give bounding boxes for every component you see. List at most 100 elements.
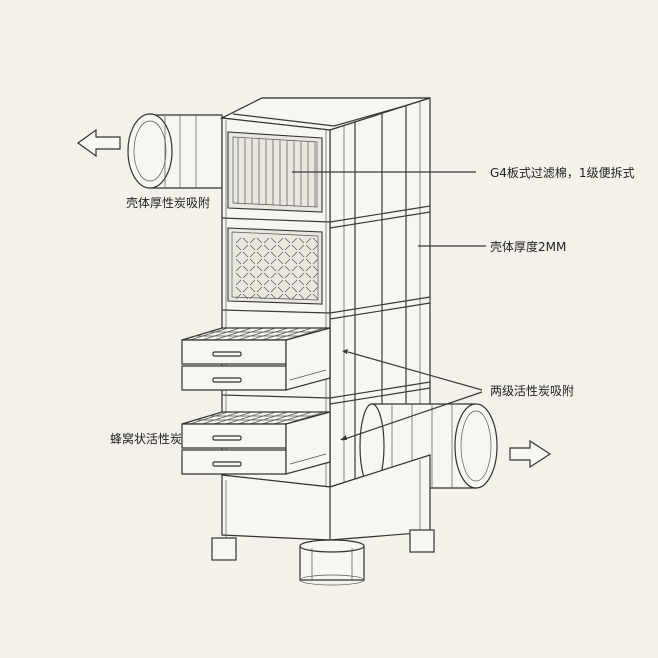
honeycomb-cell [242,244,249,251]
honeycomb-cell [284,251,291,258]
inlet-arrow-right [509,439,552,469]
honeycomb-cell [263,286,270,293]
honeycomb-cell [256,237,263,244]
honeycomb-cell [249,237,256,244]
carbon-cell-line [261,327,301,341]
honeycomb-cell [242,286,249,293]
carbon-cell-line [213,411,253,425]
honeycomb-cell [249,244,256,251]
honeycomb-cell [312,286,319,293]
honeycomb-cell [242,279,249,286]
honeycomb-cell [263,279,270,286]
label-shell-thickness: 壳体厚度2MM [490,240,567,254]
honeycomb-cell [277,244,284,251]
label-shell-carbon-top: 壳体厚性炭吸附 [126,196,211,210]
honeycomb-cell [277,258,284,265]
honeycomb-cell [312,279,319,286]
honeycomb-cell [263,265,270,272]
carbon-cell-line [273,327,313,341]
carbon-cell-line [273,411,313,425]
carbon-drawer-lower [181,411,331,475]
honeycomb-cell [235,258,242,265]
honeycomb-cell [270,244,277,251]
label-honeycomb-carbon: 蜂窝状活性炭 [110,432,183,446]
leader-two-stage-a [347,351,483,391]
g4-filter-panel [227,131,323,213]
honeycomb-cell [298,265,305,272]
label-two-stage-carbon: 两级活性炭吸附 [490,384,575,398]
honeycomb-cell [256,293,263,300]
honeycomb-cell [249,265,256,272]
honeycomb-cell [270,258,277,265]
honeycomb-cell [305,251,312,258]
honeycomb-cell [305,244,312,251]
honeycomb-cell [263,293,270,300]
honeycomb-cell [270,265,277,272]
honeycomb-cell [235,286,242,293]
honeycomb-cell [256,279,263,286]
honeycomb-cell [270,279,277,286]
carbon-cell-line [225,327,265,341]
honeycomb-cell [235,279,242,286]
carbon-drawer-upper [181,327,331,391]
outlet-arrow-left [76,128,121,158]
honeycomb-cell [249,272,256,279]
honeycomb-cell [312,251,319,258]
honeycomb-cell [256,265,263,272]
outlet-duct-top [127,113,223,189]
honeycomb-cell [298,251,305,258]
honeycomb-cell [305,258,312,265]
honeycomb-cell [270,293,277,300]
honeycomb-cell [298,293,305,300]
carbon-cell-line [201,327,241,341]
honeycomb-cell [312,237,319,244]
honeycomb-cell [305,286,312,293]
honeycomb-cell [291,265,298,272]
honeycomb-cell [249,279,256,286]
carbon-cell-line [237,327,277,341]
honeycomb-cell [263,244,270,251]
honeycomb-cell [249,258,256,265]
honeycomb-cell [291,244,298,251]
carbon-cell-line [225,411,265,425]
honeycomb-cell [235,265,242,272]
honeycomb-cell [235,237,242,244]
honeycomb-cell [242,265,249,272]
honeycomb-cell [312,272,319,279]
leader-lines [292,171,486,441]
honeycomb-cell [305,237,312,244]
carbon-cell-line [249,411,289,425]
honeycomb-cell [256,244,263,251]
honeycomb-media-panel [227,227,323,305]
honeycomb-cell [270,272,277,279]
honeycomb-cell [277,279,284,286]
carbon-cell-line [249,327,289,341]
carbon-cell-line [201,411,241,425]
honeycomb-cell [305,279,312,286]
leader-two-stage-b [341,391,483,441]
honeycomb-cell [256,258,263,265]
carbon-cell-line [189,411,229,425]
honeycomb-cell [291,258,298,265]
honeycomb-cell [235,293,242,300]
honeycomb-cell [277,265,284,272]
label-g4-filter: G4板式过滤棉，1级便拆式 [490,166,635,180]
honeycomb-cell [277,272,284,279]
honeycomb-cell [235,251,242,258]
honeycomb-cell [284,244,291,251]
honeycomb-cell [291,272,298,279]
honeycomb-cell [270,237,277,244]
honeycomb-cell [284,272,291,279]
honeycomb-cell [298,244,305,251]
honeycomb-cell [284,258,291,265]
leader-arrowhead-a [342,349,348,354]
honeycomb-cell [249,286,256,293]
honeycomb-cell [284,293,291,300]
honeycomb-cell [270,251,277,258]
honeycomb-cell [249,293,256,300]
honeycomb-cell [284,265,291,272]
honeycomb-cell [256,286,263,293]
honeycomb-cell [263,237,270,244]
leader-arrowhead-b [340,435,347,440]
